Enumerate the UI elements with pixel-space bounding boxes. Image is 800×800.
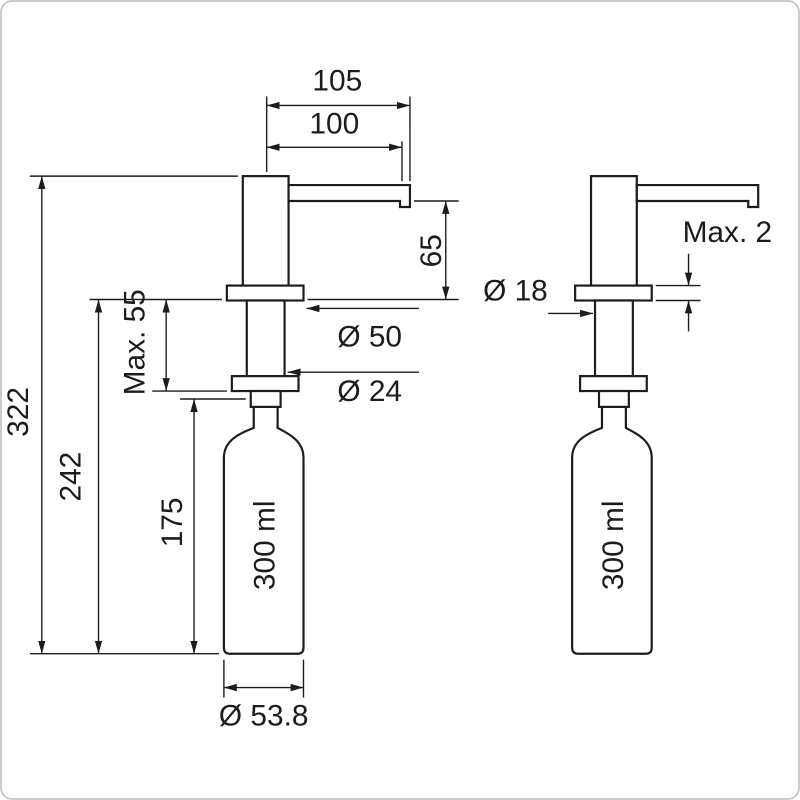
bottle-outline <box>571 405 653 655</box>
fixing-nut-outline <box>579 375 648 393</box>
dim-label-242: 242 <box>55 452 88 502</box>
shank-outline <box>593 299 634 378</box>
side-view: Ø 18 Max. 2 300 ml <box>483 175 773 655</box>
dim-label-max2: Max. 2 <box>683 216 773 249</box>
dim-label-flange-dia: Ø 50 <box>337 320 402 353</box>
front-view: 105 100 65 322 242 Max. 55 175 Ø 50 Ø 24 <box>2 65 459 732</box>
bottle-capacity-label: 300 ml <box>249 500 282 590</box>
bottle-capacity-label: 300 ml <box>597 500 630 590</box>
dim-label-bottle-dia: Ø 53.8 <box>219 699 309 732</box>
spout-outline <box>635 183 760 209</box>
pump-head-outline <box>589 175 638 288</box>
dim-label-65: 65 <box>415 234 448 267</box>
dim-label-shank-dia: Ø 24 <box>337 375 402 408</box>
dim-label-100: 100 <box>309 107 359 140</box>
flange-outline <box>225 284 305 302</box>
collar-outline <box>249 389 282 409</box>
flange-outline <box>574 284 653 302</box>
dim-label-hole-dia: Ø 18 <box>483 275 548 308</box>
bottle-outline <box>222 405 305 655</box>
dim-label-max55: Max. 55 <box>118 289 151 395</box>
fixing-nut-outline <box>230 375 300 393</box>
shank-outline <box>245 299 286 378</box>
dim-label-175: 175 <box>156 497 189 547</box>
dim-label-105: 105 <box>312 65 362 98</box>
pump-head-outline <box>241 175 290 288</box>
spout-outline <box>287 183 412 209</box>
collar-outline <box>597 389 630 409</box>
dim-label-322: 322 <box>2 387 35 437</box>
